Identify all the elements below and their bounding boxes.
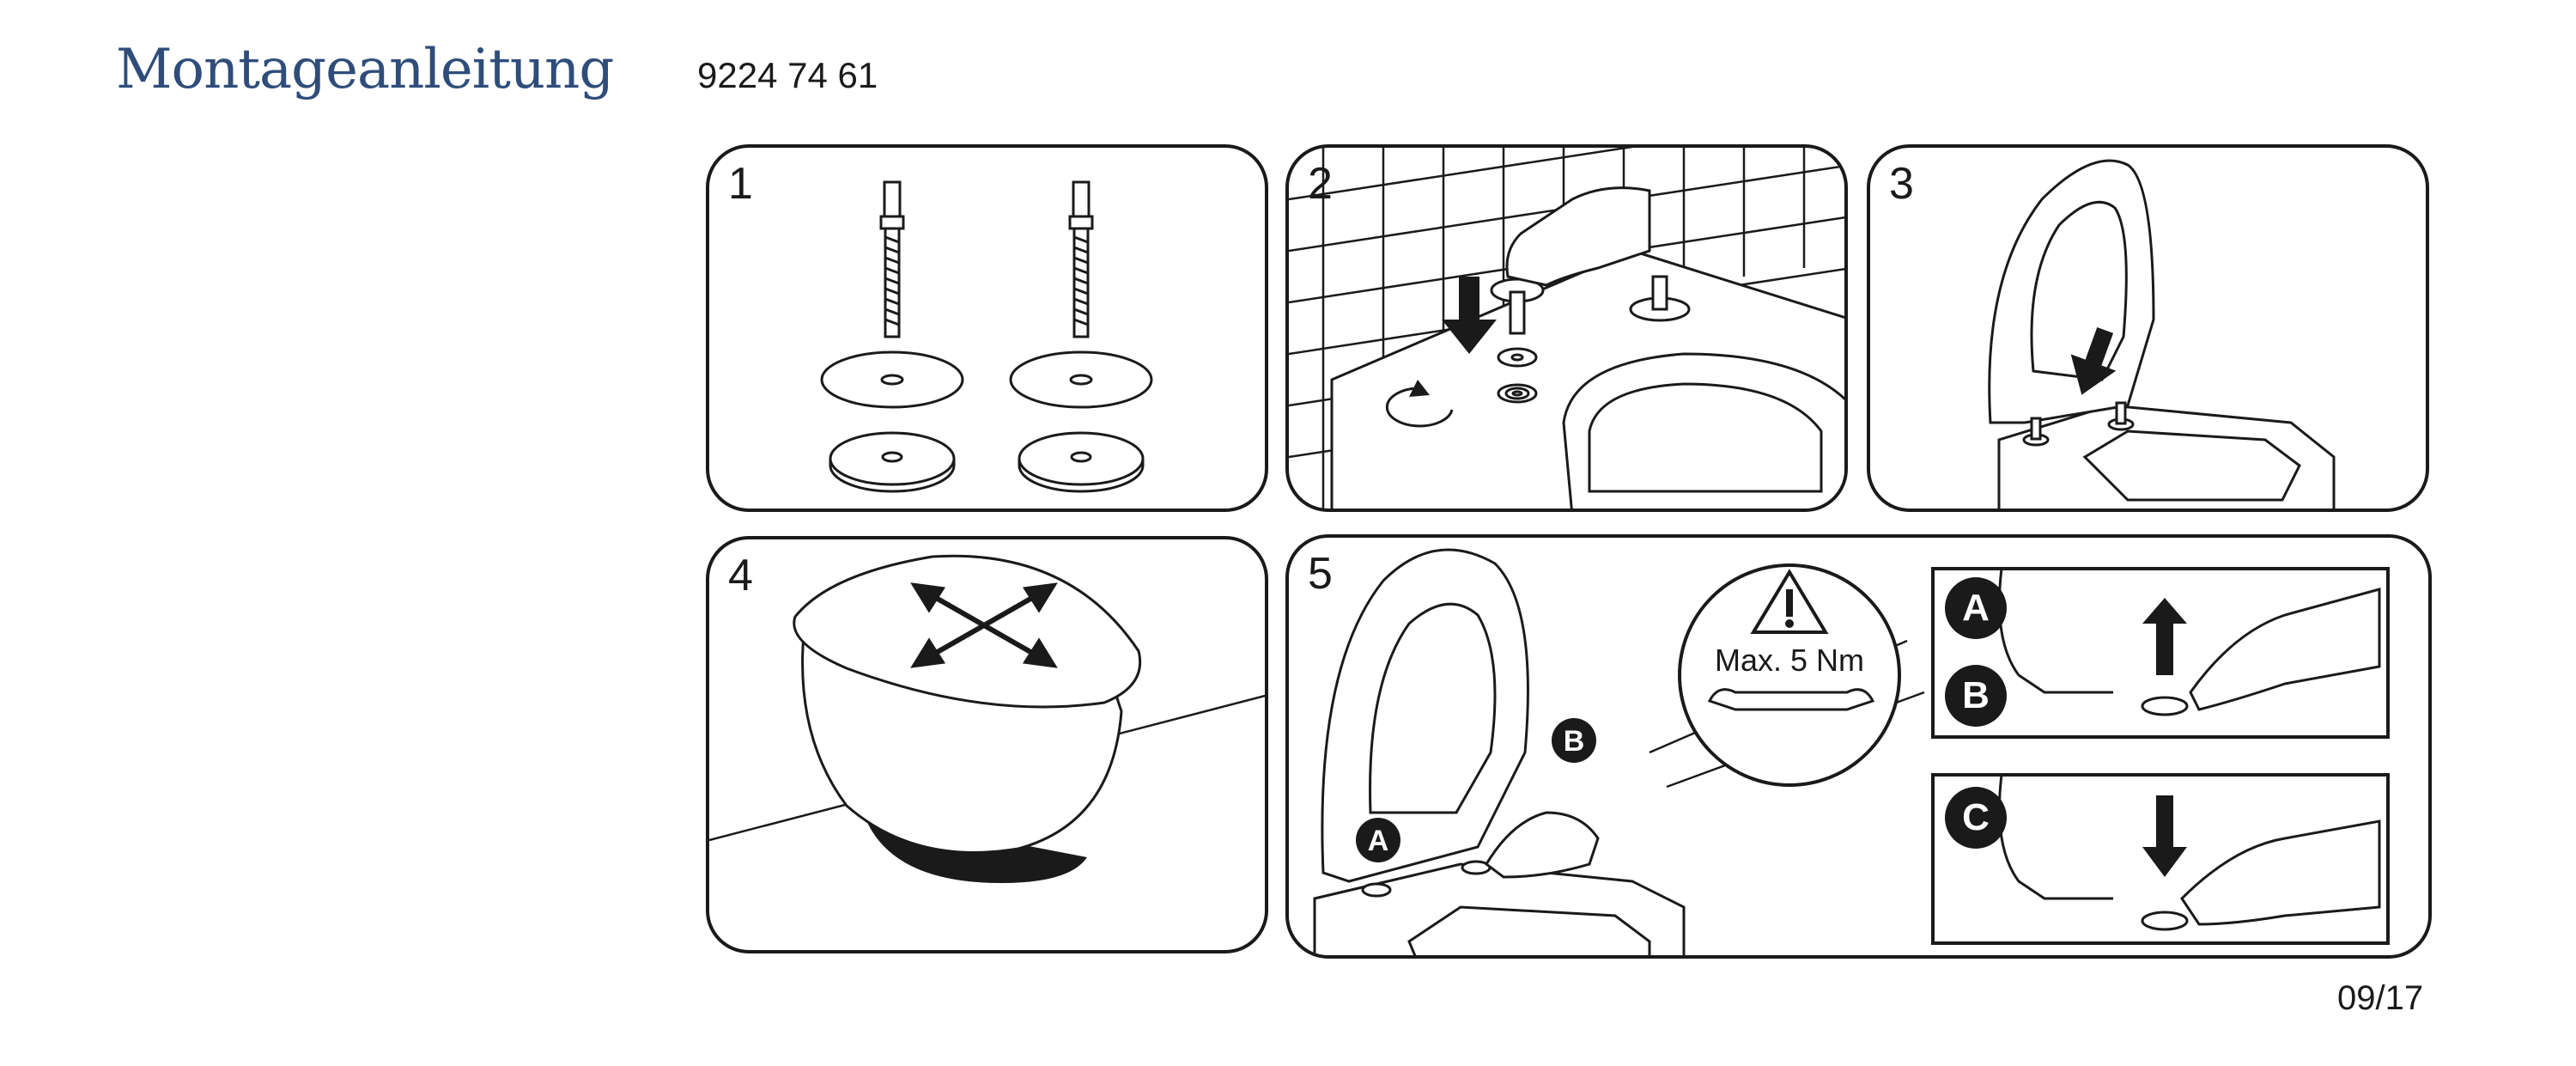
- document-title: Montageanleitung: [116, 38, 614, 101]
- detail-inset-ab: A B: [1931, 567, 2390, 739]
- bolt-left-thread: [884, 227, 901, 338]
- toilet-rim: [1997, 404, 2336, 509]
- svg-text:B: B: [1962, 674, 1990, 716]
- hand: [2189, 588, 2381, 711]
- rotate-icon: [1385, 387, 1454, 428]
- arrow-down-icon: [2142, 795, 2187, 877]
- svg-text:A: A: [1962, 587, 1990, 629]
- toilet-body: [1330, 249, 1844, 509]
- toilet-seat-closed: [793, 554, 1142, 709]
- badge-b-main: B: [1552, 718, 1596, 763]
- parts-illustration: [820, 180, 1153, 493]
- toilet-seat-lid: [1988, 159, 2155, 424]
- svg-text:A: A: [1368, 825, 1389, 857]
- step-panel-5: A B A B: [1285, 534, 2432, 959]
- article-number: 9224 74 61: [697, 55, 878, 95]
- detail-inset-c: C: [1931, 773, 2390, 945]
- svg-text:B: B: [1564, 725, 1585, 758]
- page-number: 09/17: [2337, 979, 2424, 1017]
- step-number-1: 1: [728, 159, 753, 209]
- step-number-3: 3: [1889, 159, 1914, 209]
- step-panel-2: 2: [1285, 144, 1848, 512]
- bolt-installation-illustration: [1289, 148, 1844, 509]
- hand: [1505, 186, 1651, 287]
- arrow-down-icon: [1442, 277, 1497, 354]
- bolt-left-head: [883, 180, 902, 218]
- step-panel-3: 3: [1867, 144, 2429, 512]
- seat-placement-illustration: [1988, 159, 2336, 509]
- arrow-up-icon: [2142, 598, 2187, 675]
- bolt-left-nut: [879, 215, 905, 230]
- move-arrows-icon: [910, 582, 1058, 668]
- step-number-5: 5: [1308, 549, 1333, 599]
- bolt-right-head: [1072, 180, 1091, 218]
- badge-a-main: A: [1356, 818, 1400, 862]
- svg-text:C: C: [1962, 796, 1990, 838]
- step-panel-4: 4: [706, 536, 1268, 953]
- bolt-right-nut: [1068, 215, 1094, 230]
- seat-adjustment-illustration: [709, 554, 1265, 883]
- arrow-down-icon: [2070, 326, 2117, 395]
- hand: [1485, 811, 1600, 879]
- bolt-right-thread: [1072, 227, 1090, 338]
- step-panel-1: 1: [706, 144, 1268, 512]
- toilet-seat-lid: [1321, 548, 1529, 883]
- hand: [2180, 819, 2381, 926]
- tightening-illustration: A B A B: [1313, 548, 2390, 955]
- step-number-4: 4: [728, 551, 753, 600]
- torque-warning: [1678, 563, 1901, 787]
- torque-label: Max. 5 Nm: [1714, 643, 1865, 678]
- step-number-2: 2: [1308, 159, 1333, 209]
- wrench-icon: [1707, 688, 1875, 711]
- toilet-rim: [1313, 862, 1686, 955]
